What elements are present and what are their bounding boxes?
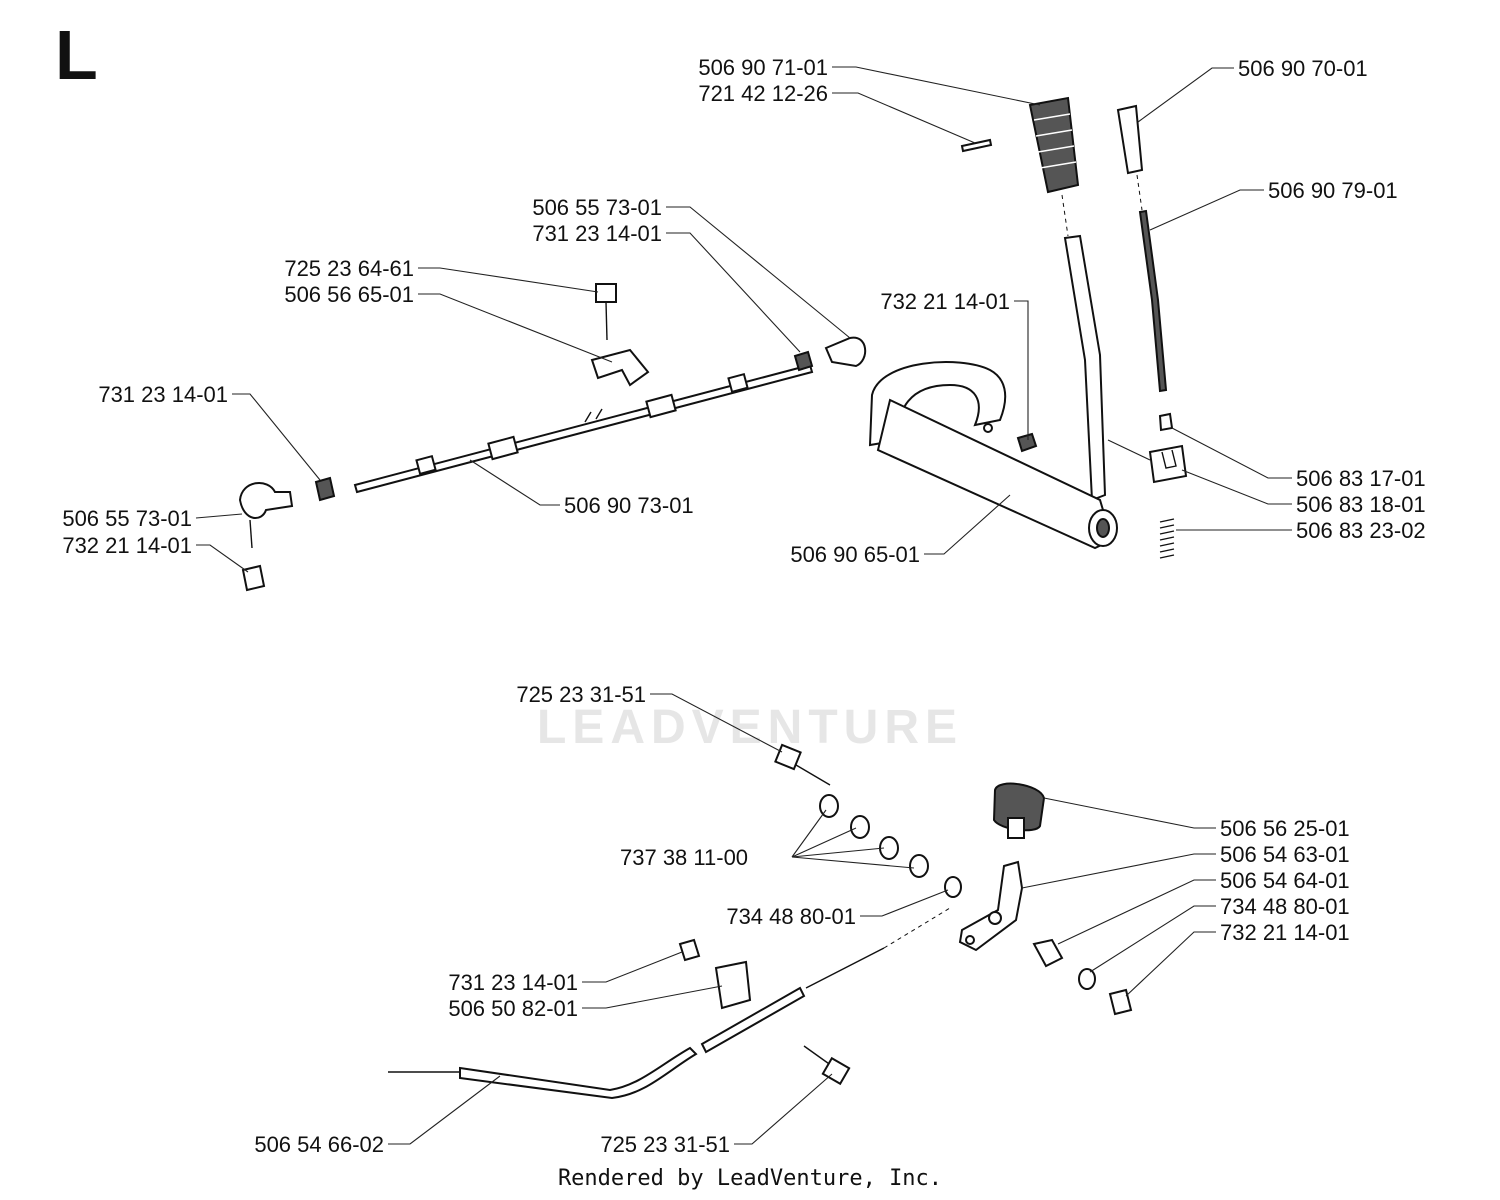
label-734-48-80-01-left: 734 48 80-01 — [726, 904, 856, 929]
upper-assembly — [238, 96, 1188, 592]
label-506-90-70-01: 506 90 70-01 — [1238, 56, 1368, 81]
label-506-83-17-01: 506 83 17-01 — [1296, 466, 1426, 491]
lower-assembly — [388, 743, 1133, 1100]
bracket-nut[interactable] — [1016, 432, 1038, 453]
label-731-23-14-01-upper: 731 23 14-01 — [532, 221, 662, 246]
pin[interactable] — [960, 138, 993, 153]
pivot-bolt[interactable] — [774, 743, 831, 786]
knob-axis-line — [1061, 194, 1069, 237]
throttle-lever[interactable] — [958, 860, 1024, 952]
leader-lines — [195, 66, 1292, 1145]
bracket-bolt[interactable] — [803, 1045, 851, 1086]
label-506-54-64-01: 506 54 64-01 — [1220, 868, 1350, 893]
bracket-nut-lower[interactable] — [678, 938, 701, 962]
throttle-cable-lower[interactable] — [388, 907, 951, 1100]
rod-axis-line — [1136, 174, 1143, 211]
ball-stud-left — [249, 519, 253, 549]
label-725-23-31-51-lower: 725 23 31-51 — [600, 1132, 730, 1157]
part-labels: 506 90 71-01 721 42 12-26 506 90 70-01 5… — [62, 55, 1425, 1157]
detent-pin[interactable] — [1158, 412, 1174, 432]
label-506-90-73-01: 506 90 73-01 — [564, 493, 694, 518]
label-725-23-64-61: 725 23 64-61 — [284, 256, 414, 281]
throttle-knob[interactable] — [992, 782, 1046, 839]
label-506-83-18-01: 506 83 18-01 — [1296, 492, 1426, 517]
label-506-54-66-02: 506 54 66-02 — [254, 1132, 384, 1157]
label-506-90-79-01: 506 90 79-01 — [1268, 178, 1398, 203]
ball-joint-right[interactable] — [824, 336, 866, 368]
label-506-55-73-01-upper: 506 55 73-01 — [532, 195, 662, 220]
rod-sleeve[interactable] — [1116, 104, 1144, 175]
throttle-cable[interactable] — [353, 363, 814, 494]
shift-lever[interactable] — [1063, 234, 1107, 502]
label-737-38-11-00: 737 38 11-00 — [620, 845, 748, 870]
section-letter: L — [55, 16, 98, 94]
label-731-23-14-01-lower: 731 23 14-01 — [448, 970, 578, 995]
stud-nut-left[interactable] — [241, 564, 266, 592]
label-732-21-14-01-left: 732 21 14-01 — [62, 533, 192, 558]
label-506-55-73-01-left: 506 55 73-01 — [62, 506, 192, 531]
ball-nut-right[interactable] — [793, 350, 814, 372]
lever-knob[interactable] — [1028, 96, 1080, 194]
cable-bracket[interactable] — [714, 960, 752, 1010]
lever-bracket-shaft[interactable] — [868, 361, 1118, 550]
lever-bushing[interactable] — [1032, 938, 1064, 968]
label-725-23-31-51-upper: 725 23 31-51 — [516, 682, 646, 707]
cable-clamp[interactable] — [590, 348, 650, 387]
shift-rod[interactable] — [1138, 209, 1168, 393]
detent-spring[interactable] — [1159, 518, 1175, 559]
ball-nut-left[interactable] — [314, 476, 336, 502]
clamp-bolt[interactable] — [595, 283, 617, 341]
label-732-21-14-01-upper: 732 21 14-01 — [880, 289, 1010, 314]
detent-plate[interactable] — [1148, 444, 1188, 484]
label-506-90-71-01: 506 90 71-01 — [698, 55, 828, 80]
label-506-56-65-01: 506 56 65-01 — [284, 282, 414, 307]
spacer-washers[interactable] — [819, 794, 929, 878]
watermark: LEADVENTURE — [536, 701, 964, 754]
footer-credit: Rendered by LeadVenture, Inc. — [557, 1166, 943, 1191]
label-721-42-12-26: 721 42 12-26 — [698, 81, 828, 106]
lever-nut[interactable] — [1108, 988, 1133, 1016]
label-506-83-23-02: 506 83 23-02 — [1296, 518, 1426, 543]
label-732-21-14-01-lower: 732 21 14-01 — [1220, 920, 1350, 945]
label-506-90-65-01: 506 90 65-01 — [790, 542, 920, 567]
label-506-56-25-01: 506 56 25-01 — [1220, 816, 1350, 841]
label-506-54-63-01: 506 54 63-01 — [1220, 842, 1350, 867]
label-734-48-80-01-right: 734 48 80-01 — [1220, 894, 1350, 919]
lever-washer[interactable] — [1078, 968, 1096, 990]
lower-washer-left[interactable] — [944, 876, 962, 898]
ball-joint-left[interactable] — [238, 482, 294, 519]
label-731-23-14-01-left: 731 23 14-01 — [98, 382, 228, 407]
label-506-50-82-01: 506 50 82-01 — [448, 996, 578, 1021]
